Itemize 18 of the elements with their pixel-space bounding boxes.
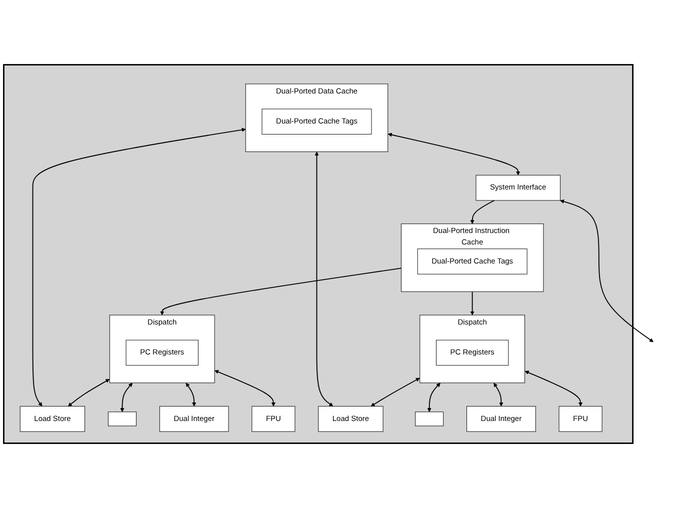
node-box	[108, 412, 137, 426]
arrow	[470, 291, 474, 316]
arrow	[186, 382, 196, 406]
arrow	[470, 200, 495, 224]
arrow	[68, 379, 110, 406]
arrow	[32, 128, 246, 406]
node-box	[415, 412, 444, 426]
arrow	[370, 378, 420, 406]
arrow	[214, 370, 276, 406]
arrow	[524, 370, 583, 406]
arrow	[427, 382, 440, 412]
arrow	[388, 132, 520, 176]
arrow	[120, 382, 133, 412]
arrow	[494, 382, 504, 406]
arrow	[160, 268, 402, 316]
cluster	[3, 64, 634, 444]
arrow	[560, 200, 654, 342]
arrow	[314, 152, 334, 406]
